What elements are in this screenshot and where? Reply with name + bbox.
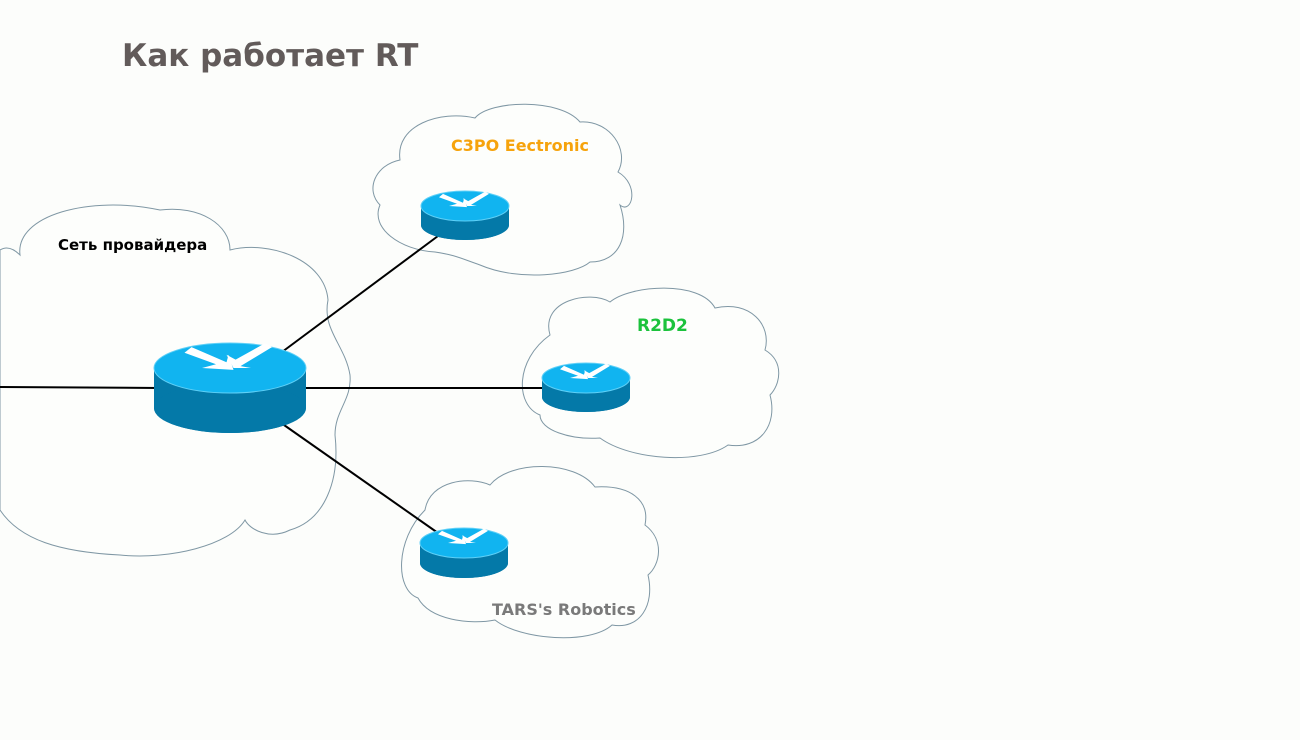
link-external bbox=[0, 386, 161, 389]
page-title: Как работает RT bbox=[122, 38, 419, 74]
cloud-c3po bbox=[372, 103, 633, 276]
cloud-r2d2 bbox=[521, 287, 780, 459]
link-tars bbox=[283, 424, 439, 534]
router-provider[interactable] bbox=[153, 342, 307, 433]
link-c3po bbox=[281, 235, 439, 353]
cloud-label-tars: TARS's Robotics bbox=[492, 600, 636, 619]
cloud-tars bbox=[401, 466, 659, 639]
cloud-label-provider: Сеть провайдера bbox=[58, 236, 208, 254]
router-c3po[interactable] bbox=[420, 190, 510, 240]
cloud-label-c3po: C3PO Eectronic bbox=[451, 136, 589, 155]
router-r2d2[interactable] bbox=[541, 362, 631, 412]
router-tars[interactable] bbox=[419, 527, 509, 578]
cloud-label-r2d2: R2D2 bbox=[637, 316, 688, 336]
